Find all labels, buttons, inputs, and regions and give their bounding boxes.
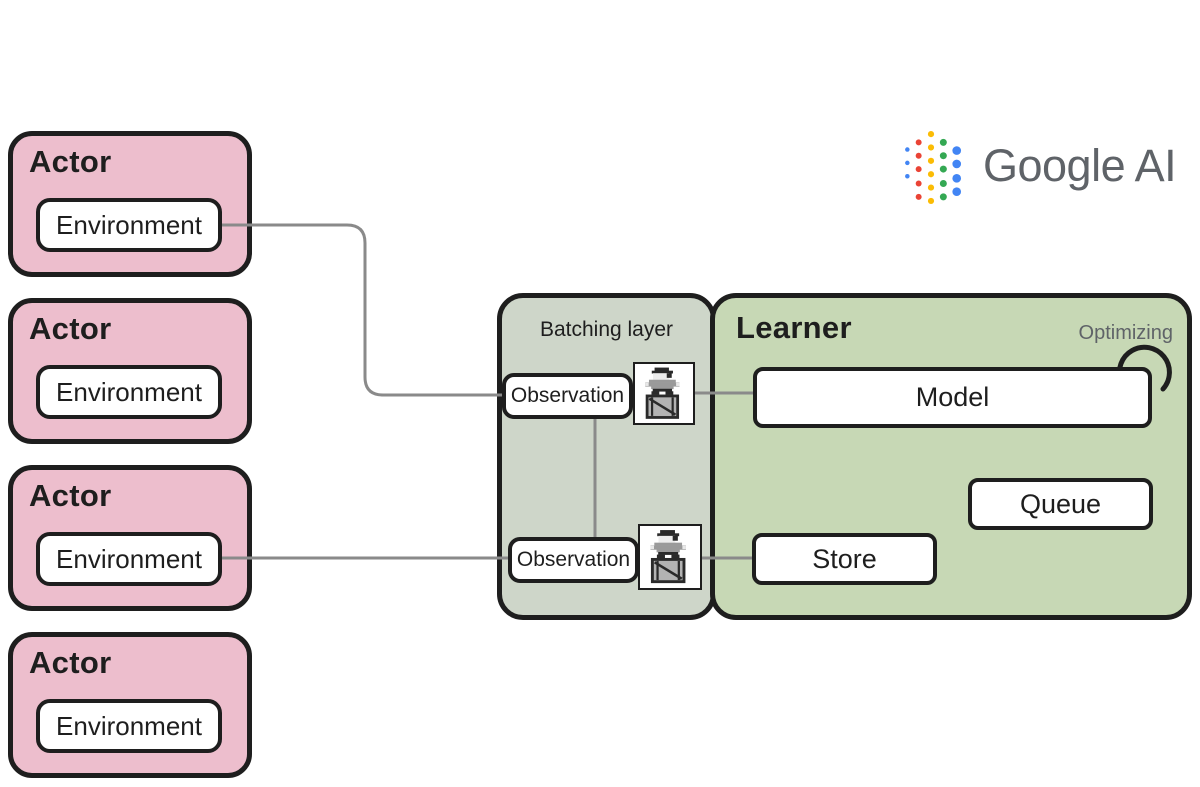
actor-title: Actor: [29, 144, 112, 179]
store-box: Store: [752, 533, 937, 585]
learner-box: Learner Optimizing: [710, 293, 1192, 620]
learner-title: Learner: [736, 310, 852, 345]
batching-layer-title: Batching layer: [539, 318, 674, 341]
actor-title: Actor: [29, 478, 112, 513]
optimizing-label: Optimizing: [1078, 322, 1173, 344]
actor-box-3: Actor Environment: [8, 465, 252, 611]
google-ai-wordmark: Google AI: [983, 140, 1177, 191]
environment-box: Environment: [36, 365, 222, 419]
game-character-crate-icon: [633, 362, 695, 425]
observation-box-1: Observation: [502, 373, 633, 419]
model-box: Model: [753, 367, 1152, 428]
actor-box-1: Actor Environment: [8, 131, 252, 277]
environment-box: Environment: [36, 532, 222, 586]
queue-box: Queue: [968, 478, 1153, 530]
connector-actor1-observation1: [222, 223, 504, 397]
google-ai-logo: Google AI: [895, 124, 1177, 208]
actor-box-4: Actor Environment: [8, 632, 252, 778]
actor-title: Actor: [29, 645, 112, 680]
game-character-crate-icon: [638, 524, 702, 590]
actor-box-2: Actor Environment: [8, 298, 252, 444]
observation-box-2: Observation: [508, 537, 639, 583]
environment-box: Environment: [36, 198, 222, 252]
environment-box: Environment: [36, 699, 222, 753]
actor-title: Actor: [29, 311, 112, 346]
google-ai-dots-icon: [905, 131, 962, 205]
